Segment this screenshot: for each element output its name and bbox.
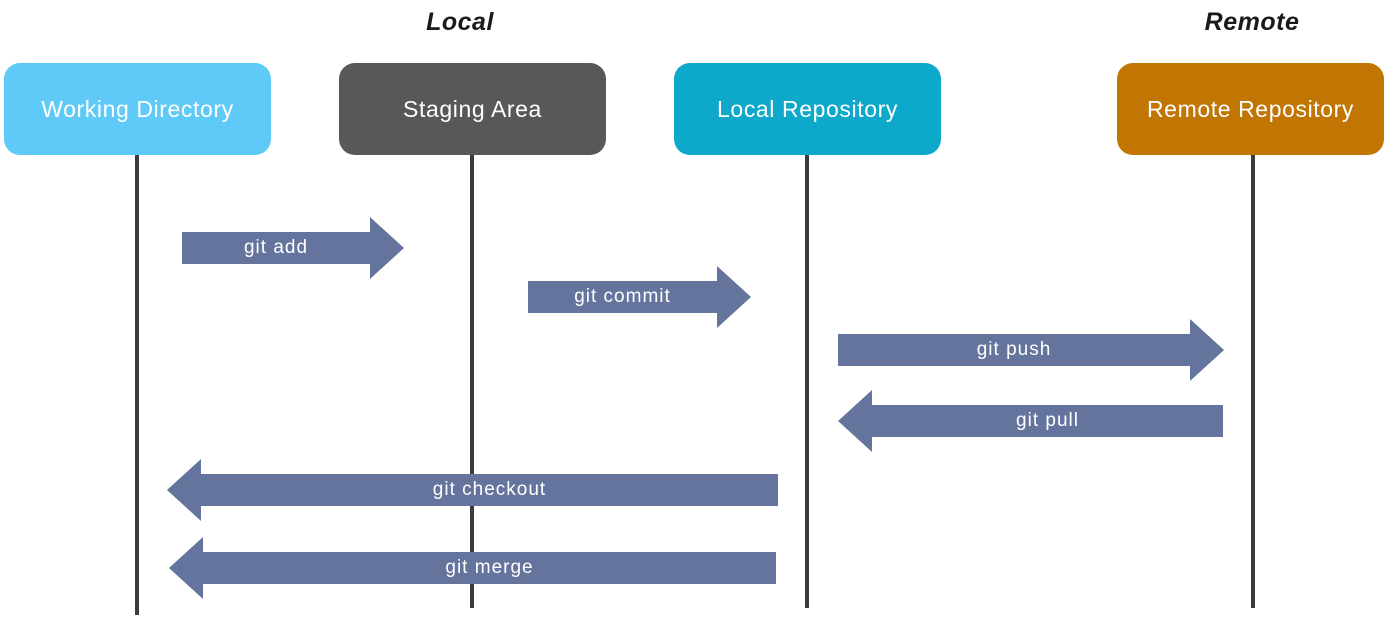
arrow-git-push-label: git push bbox=[838, 334, 1190, 366]
arrowhead-right-icon bbox=[717, 266, 751, 328]
arrowhead-left-icon bbox=[167, 459, 201, 521]
node-local-repository: Local Repository bbox=[674, 63, 941, 155]
arrow-git-add: git add bbox=[182, 217, 404, 279]
lifeline-remote-repository bbox=[1251, 155, 1255, 608]
group-label-local: Local bbox=[426, 8, 494, 36]
node-working-directory: Working Directory bbox=[4, 63, 271, 155]
lifeline-local-repository bbox=[805, 155, 809, 608]
node-staging-area: Staging Area bbox=[339, 63, 606, 155]
arrow-git-push: git push bbox=[838, 319, 1224, 381]
arrow-git-add-label: git add bbox=[182, 232, 370, 264]
group-label-remote: Remote bbox=[1204, 8, 1300, 36]
lifeline-staging-area bbox=[470, 155, 474, 608]
arrow-git-merge: git merge bbox=[169, 537, 776, 599]
arrow-git-commit-label: git commit bbox=[528, 281, 717, 313]
arrowhead-left-icon bbox=[838, 390, 872, 452]
arrow-git-commit: git commit bbox=[528, 266, 751, 328]
arrowhead-left-icon bbox=[169, 537, 203, 599]
arrow-git-pull-label: git pull bbox=[872, 405, 1223, 437]
arrow-git-checkout: git checkout bbox=[167, 459, 778, 521]
arrow-git-checkout-label: git checkout bbox=[201, 474, 778, 506]
arrowhead-right-icon bbox=[1190, 319, 1224, 381]
arrowhead-right-icon bbox=[370, 217, 404, 279]
arrow-git-pull: git pull bbox=[838, 390, 1223, 452]
lifeline-working-directory bbox=[135, 155, 139, 615]
node-remote-repository: Remote Repository bbox=[1117, 63, 1384, 155]
arrow-git-merge-label: git merge bbox=[203, 552, 776, 584]
